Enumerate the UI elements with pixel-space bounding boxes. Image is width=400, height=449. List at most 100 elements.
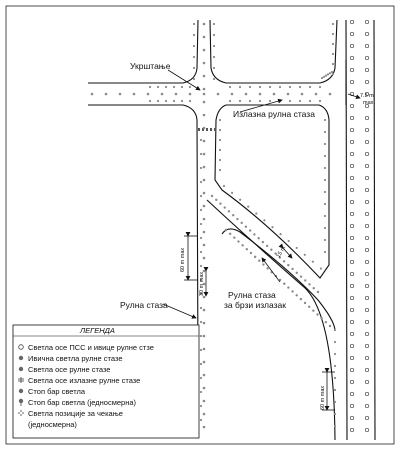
- taxiway-light: [299, 275, 303, 278]
- dim-60-top-text: 60 m max: [180, 248, 186, 272]
- runway-light: [349, 187, 355, 193]
- taxiway-light: [199, 250, 203, 254]
- taxiway-light: [212, 55, 216, 59]
- exit-centerline-icon: [18, 377, 24, 383]
- taxiway-light: [118, 92, 122, 96]
- taxiway-light: [331, 42, 335, 46]
- taxiway-light: [333, 376, 337, 380]
- taxiway-light: [202, 92, 206, 96]
- taxiway-light: [202, 347, 206, 351]
- taxiway-light: [258, 92, 262, 96]
- taxiway-light: [328, 72, 332, 75]
- legend-item-text: Светла позиције за чекање: [28, 409, 123, 418]
- taxiway-light: [278, 278, 282, 282]
- legend-title: ЛЕГЕНДА: [79, 326, 115, 335]
- taxiway-light: [202, 334, 206, 338]
- runway-light: [364, 31, 370, 37]
- taxiway-light: [331, 52, 335, 56]
- taxiway-light: [318, 85, 322, 89]
- taxiway-light: [202, 243, 206, 247]
- taxiway-light: [248, 85, 252, 89]
- taxiway-light: [333, 388, 337, 392]
- runway-light: [364, 79, 370, 85]
- runway-light: [349, 139, 355, 145]
- taxiway-light: [240, 221, 243, 225]
- taxiway-light: [295, 246, 298, 250]
- taxiway-light: [333, 352, 337, 356]
- taxiway-light: [331, 32, 335, 36]
- legend-item-text: (једносмерна): [28, 420, 77, 429]
- taxiway-light: [265, 244, 269, 248]
- taxiway-light: [202, 22, 206, 26]
- taxiway-light: [218, 138, 222, 142]
- taxiway-light: [218, 148, 222, 152]
- runway-light: [349, 391, 355, 397]
- taxiway-light: [312, 309, 315, 312]
- taxiway-light: [148, 85, 152, 89]
- taxiway-light: [199, 264, 203, 268]
- taxiway-light: [322, 75, 326, 78]
- taxiway-light: [324, 74, 328, 77]
- taxiway-light: [230, 92, 234, 96]
- taxiway-light: [320, 76, 324, 80]
- taxiway-light: [241, 244, 244, 247]
- taxiway-light: [279, 233, 282, 236]
- runway-light: [349, 379, 355, 385]
- taxiway-light: [202, 360, 206, 364]
- taxiway-light: [328, 92, 332, 96]
- runway-light: [364, 427, 370, 433]
- taxiway-light: [312, 286, 315, 290]
- taxiway-light: [331, 22, 335, 26]
- stop-bar-icon: [18, 388, 24, 394]
- taxiway-light: [298, 85, 302, 89]
- taxiway-light: [333, 328, 337, 332]
- taxiway-light: [202, 35, 206, 39]
- runway-light: [364, 175, 370, 181]
- taxiway-light: [202, 139, 206, 143]
- taxiway-light: [308, 283, 311, 286]
- taxiway-light: [308, 305, 311, 308]
- label-intersection: Укрштање: [130, 61, 171, 71]
- taxiway-light: [202, 217, 206, 221]
- taxiway-light: [316, 290, 320, 294]
- taxiway-light: [295, 271, 298, 274]
- runway-light: [349, 127, 355, 133]
- taxiway-light: [247, 205, 250, 208]
- runway-light: [349, 103, 355, 109]
- runway-light: [364, 343, 370, 349]
- edge-light-icon: [18, 355, 24, 361]
- runway-light: [349, 259, 355, 265]
- taxiway-light: [258, 99, 262, 103]
- taxiway-light: [202, 321, 206, 325]
- taxiway-light: [323, 190, 327, 194]
- runway-light: [349, 367, 355, 373]
- outer-border: [5, 5, 395, 445]
- taxiway-light: [202, 178, 206, 182]
- runway-light: [364, 151, 370, 157]
- taxiway-light: [216, 92, 220, 96]
- taxiway-light: [253, 255, 257, 259]
- taxiway-light: [218, 118, 222, 122]
- taxiway-light: [323, 154, 327, 158]
- taxiway-light: [160, 92, 164, 96]
- taxiway-light: [202, 425, 206, 429]
- centerline-light-icon: [18, 366, 24, 372]
- taxiway-light: [202, 399, 206, 403]
- taxiway-light: [257, 237, 260, 240]
- runway-light: [349, 307, 355, 313]
- taxiway-light: [199, 362, 203, 366]
- taxiway-light: [316, 313, 319, 316]
- legend-item-text: Стоп бар светла (једносмерна): [28, 398, 137, 407]
- taxiway-light: [286, 92, 290, 96]
- dim-60-bottom-text: 60 m max: [320, 386, 326, 410]
- taxiway-light: [222, 184, 226, 188]
- runway-light: [349, 247, 355, 253]
- taxiway-light: [180, 85, 184, 89]
- taxiway-light: [288, 99, 292, 103]
- taxiway-light: [268, 99, 272, 103]
- taxiway-light: [228, 85, 232, 89]
- taxiway-light: [199, 292, 203, 296]
- runway-light: [364, 391, 370, 397]
- taxiway-light: [215, 198, 218, 202]
